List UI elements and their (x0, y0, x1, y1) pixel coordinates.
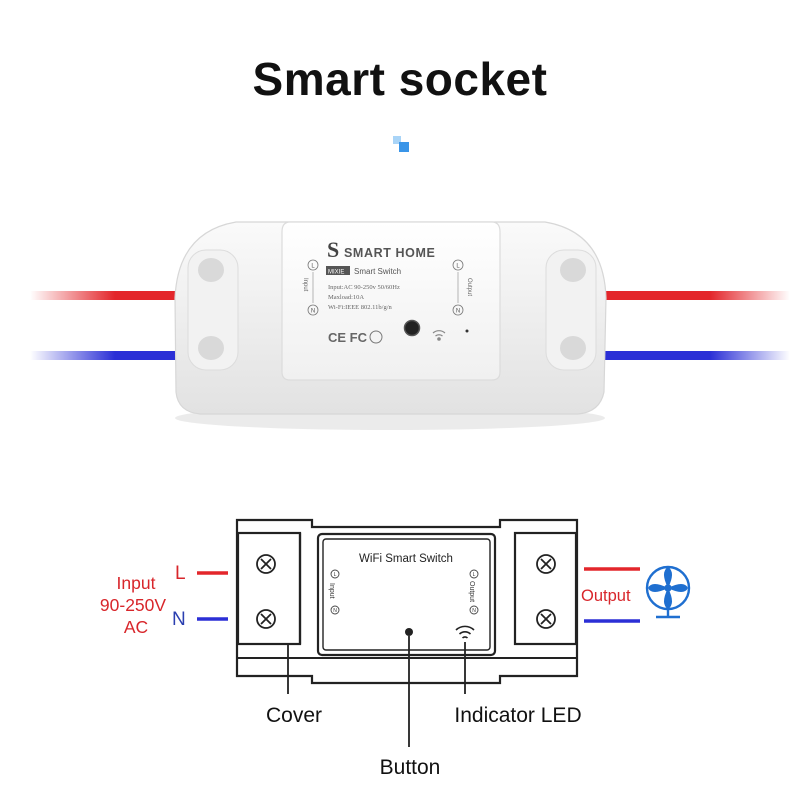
terminal-n-label: N (456, 309, 460, 315)
cert-circle-icon (369, 330, 383, 344)
screw-icon (256, 554, 276, 574)
input-label: Input (117, 573, 156, 593)
button-callout-label: Button (380, 756, 441, 779)
screw-hole-icon (198, 336, 224, 360)
mini-terminal-n: N (333, 608, 337, 614)
output-neutral-wire (590, 351, 790, 360)
page-title: Smart socket (252, 53, 548, 105)
mini-input-label: Input (328, 583, 335, 599)
model-name: Smart Switch (354, 267, 401, 276)
input-neutral-wire (30, 351, 200, 360)
diagram-button (405, 628, 413, 636)
switch-top-cover (281, 221, 501, 381)
right-cover (513, 531, 578, 646)
screw-hole-icon (560, 336, 586, 360)
mini-terminal-l: L (334, 572, 337, 578)
wifi-icon (455, 625, 475, 639)
pairing-button[interactable] (403, 319, 421, 337)
brand-label: SMART HOME (344, 246, 435, 260)
output-live-wire (590, 291, 790, 300)
spec-wifi: Wi-Fi:IEEE 802.11b/g/n (328, 304, 393, 311)
screw-hole-icon (198, 258, 224, 282)
wifi-icon (432, 330, 446, 341)
terminal-l-label: L (311, 264, 315, 270)
model-badge: MIXIE (328, 270, 344, 276)
spec-input: Input:AC 90-250v 50/60Hz (328, 284, 400, 291)
certification-marks: CE FC (328, 330, 368, 345)
input-ac-label: AC (124, 617, 148, 637)
terminal-n-label: N (311, 309, 315, 315)
switch-module-outline (316, 532, 497, 657)
mini-terminal-l: L (473, 572, 476, 578)
screw-icon (256, 609, 276, 629)
input-voltage-label: 90-250V (100, 595, 166, 615)
line-n-label: N (172, 609, 186, 630)
output-label: Output (581, 587, 631, 605)
screw-icon (536, 554, 556, 574)
mini-output-label: Output (468, 581, 475, 602)
screw-hole-icon (560, 258, 586, 282)
case-outline (235, 518, 579, 685)
input-live-wire (30, 291, 200, 300)
wiring-diagram (235, 518, 579, 685)
terminal-l-label: L (456, 264, 460, 270)
side-output-label: Output (466, 278, 472, 296)
module-label: WiFi Smart Switch (359, 553, 453, 565)
cover-callout-label: Cover (266, 704, 322, 727)
mini-terminal-n: N (472, 608, 476, 614)
smart-switch-product: S SMART HOME MIXIE Smart Switch Input:AC… (30, 221, 790, 430)
side-input-label: Input (302, 278, 308, 292)
screw-icon (536, 609, 556, 629)
indicator-led (465, 329, 469, 333)
spec-maxload: Maxload:10A (328, 294, 364, 301)
indicator-led-callout-label: Indicator LED (454, 704, 581, 727)
brand-s-letter: S (327, 237, 339, 262)
line-l-label: L (175, 563, 186, 584)
fan-icon (645, 565, 691, 619)
decorative-squares-icon (393, 136, 411, 154)
